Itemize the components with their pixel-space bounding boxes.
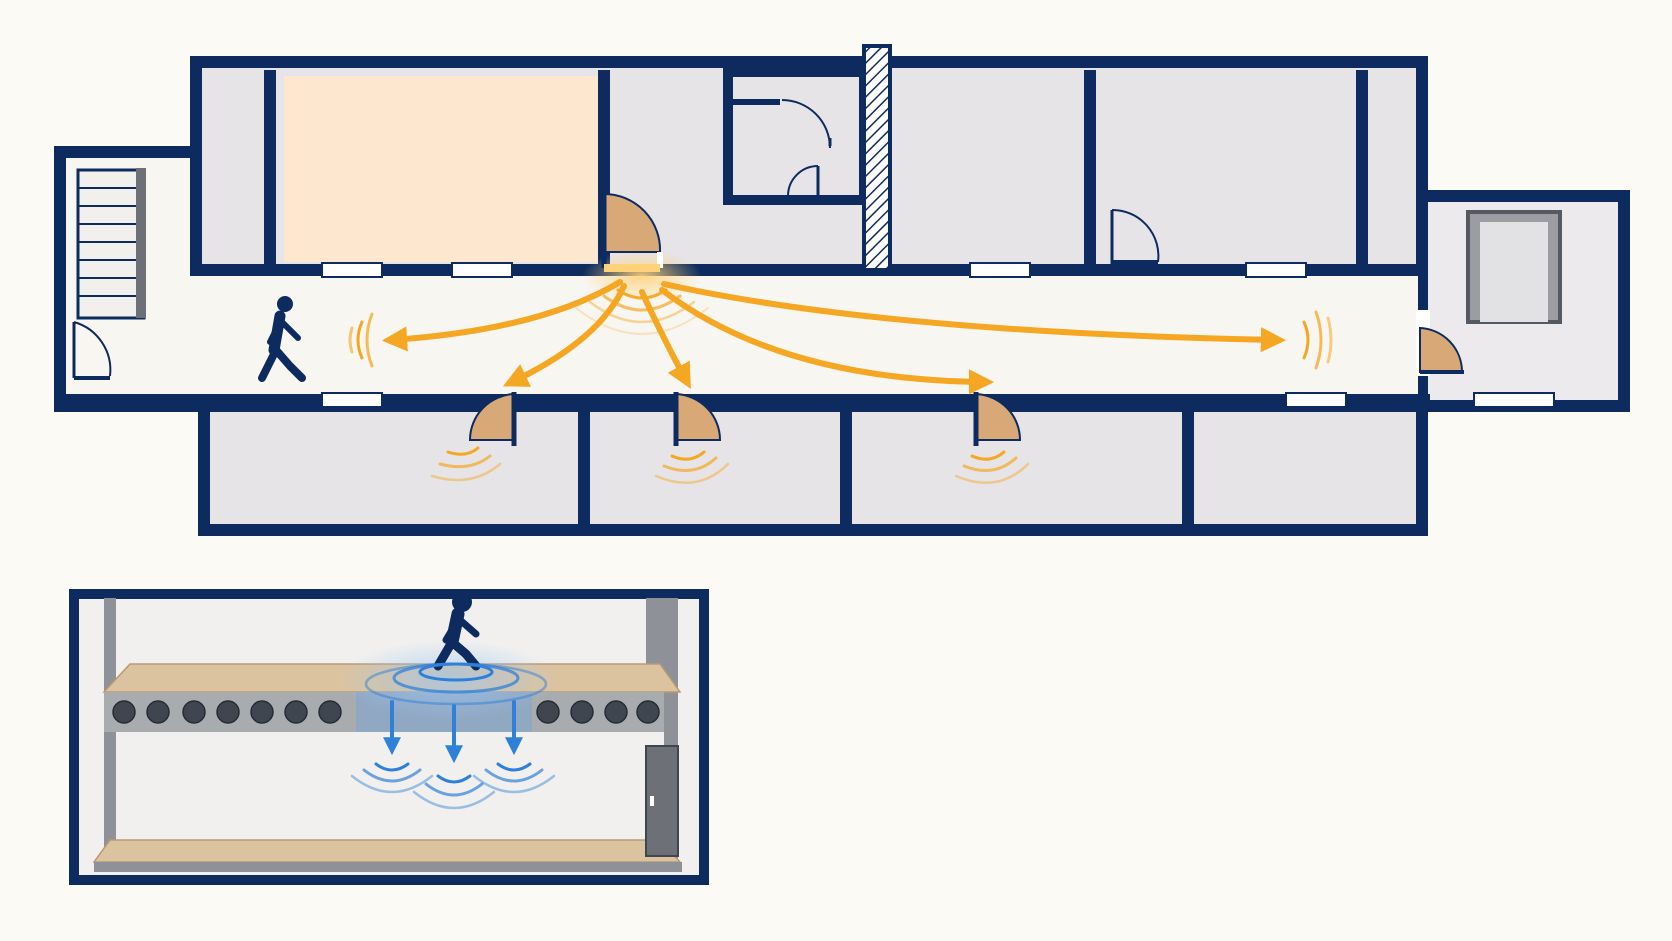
- receiving-door-1: [430, 392, 517, 482]
- sound-path-west: [381, 279, 623, 352]
- lower-floor-board: [92, 839, 682, 863]
- sound-path-east: [661, 281, 1287, 353]
- upper-rooms: [264, 44, 1368, 272]
- office-door: [1110, 208, 1160, 264]
- impact-sound-waves: [350, 762, 556, 810]
- sound-path-door-3: [659, 287, 995, 395]
- sound-path-door-1: [502, 283, 627, 387]
- slab-cores: [112, 700, 660, 724]
- staircase: [76, 168, 146, 320]
- floor-plan: [54, 44, 1630, 536]
- windows: [321, 262, 1555, 408]
- received-sound-waves: [348, 310, 1333, 370]
- receiving-door-3: [954, 392, 1030, 484]
- bathroom-door-top: [781, 99, 832, 149]
- slamming-door-icon: [601, 192, 663, 272]
- entry-door: [72, 321, 112, 380]
- elevator: [1466, 210, 1562, 324]
- room-highlighted: [284, 76, 602, 262]
- corridor-end-door: [1416, 310, 1464, 376]
- section-view: [69, 589, 709, 885]
- receiving-door-2: [654, 392, 730, 484]
- shaft-wall: [862, 44, 892, 272]
- lower-room-door: [645, 745, 679, 857]
- sound-path-door-2: [639, 289, 691, 389]
- impact-sound-arrows: [383, 700, 523, 764]
- lower-rooms: [578, 406, 1194, 530]
- impact-ripples: [364, 662, 548, 706]
- bathroom: [723, 67, 869, 205]
- bathroom-door-bottom: [787, 165, 820, 197]
- airborne-sound-arrows: [381, 279, 1287, 395]
- doors: [72, 99, 1160, 380]
- section-walking-person-icon: [433, 592, 481, 671]
- walking-person-icon: [258, 296, 306, 382]
